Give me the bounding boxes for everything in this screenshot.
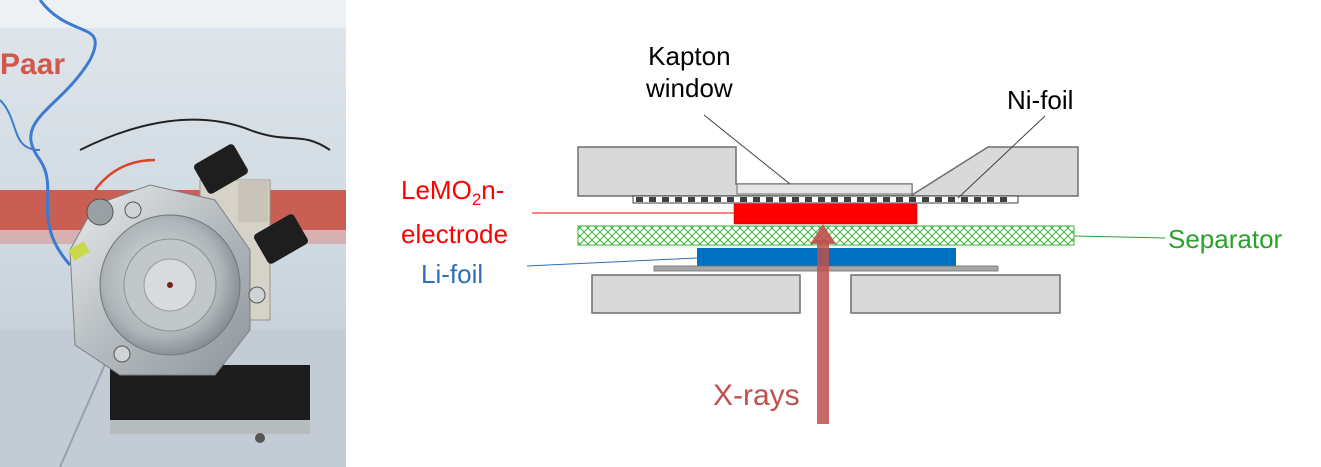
ni-foil-segment (961, 197, 968, 202)
ni-foil-segment (948, 197, 955, 202)
ni-foil-frame (632, 195, 1019, 204)
ni-foil-segment (1000, 197, 1007, 202)
bottom-plate (653, 265, 999, 272)
ni-foil-segment (870, 197, 877, 202)
ni-foil-segment (922, 197, 929, 202)
ni-foil-segment (857, 197, 864, 202)
cell-photo: Paar (0, 0, 346, 467)
separator-layer (577, 225, 1075, 246)
li-foil-layer (697, 248, 956, 266)
ni-foil-segment (805, 197, 812, 202)
knob-top (194, 144, 248, 194)
nifoil-leader (957, 115, 1046, 199)
ni-foil-segment (818, 197, 825, 202)
ni-foil-segment (909, 197, 916, 202)
kapton-leader (703, 114, 791, 185)
lifoil-leader (526, 257, 698, 267)
separator-leader (1073, 235, 1166, 239)
lemo-label-line2: electrode (401, 219, 508, 250)
ni-foil-segment (974, 197, 981, 202)
xray-arrow (810, 224, 836, 424)
bottom-housing-right (850, 274, 1061, 314)
ni-foil-segment (753, 197, 760, 202)
lemo-label-line1: LeMO2n- (401, 174, 508, 216)
ni-foil-segment (662, 197, 669, 202)
kapton-label: Kapton window (646, 40, 733, 104)
lemo-label-part1: LeMO (401, 175, 472, 205)
lemo-electrode-label: LeMO2n- electrode (401, 174, 508, 250)
blue-wire (29, 0, 97, 266)
kapton-label-line2: window (646, 73, 733, 103)
ni-foil-segment (792, 197, 799, 202)
ni-foil-segment (649, 197, 656, 202)
ni-foil-segment (701, 197, 708, 202)
kapton-label-line1: Kapton (648, 41, 731, 71)
ni-foil-segment (987, 197, 994, 202)
ni-foil-segment (688, 197, 695, 202)
lemo-label-sub: 2 (471, 190, 482, 210)
lifoil-label: Li-foil (421, 259, 484, 289)
top-housing (577, 146, 1079, 197)
ni-foil-strip (632, 195, 1019, 204)
ni-foil-segment (831, 197, 838, 202)
ni-foil-segment (636, 197, 643, 202)
ni-foil-segment (740, 197, 747, 202)
xrays-label: X-rays (713, 379, 800, 412)
knob-right (254, 214, 308, 264)
separator-label: Separator (1168, 224, 1283, 254)
lemo-electrode (733, 203, 918, 225)
ni-foil-segment (779, 197, 786, 202)
ni-foil-segment (766, 197, 773, 202)
lemo-label-part2: n- (481, 175, 505, 205)
bottom-housing-left (591, 274, 801, 314)
ni-foil-segment (883, 197, 890, 202)
ni-foil-segment (675, 197, 682, 202)
ni-foil-segment (935, 197, 942, 202)
ni-foil-segment (727, 197, 734, 202)
nifoil-label: Ni-foil (1007, 85, 1074, 115)
ni-foil-segment (844, 197, 851, 202)
ni-foil-segment (896, 197, 903, 202)
photo-brand-text: Paar (0, 48, 65, 81)
ni-foil-segment (714, 197, 721, 202)
kapton-window (736, 183, 913, 195)
